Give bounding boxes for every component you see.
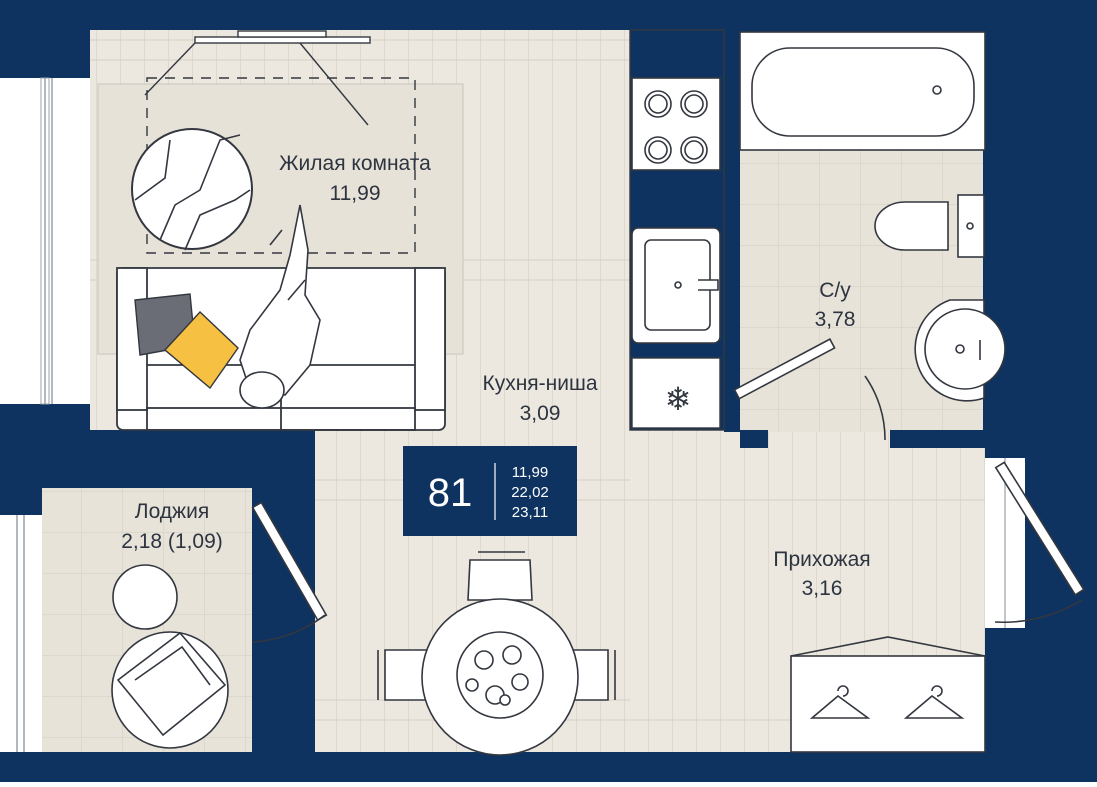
- snowflake-icon: ❄: [665, 381, 692, 417]
- armchair: [111, 631, 229, 749]
- room-area-hallway: 3,16: [802, 577, 843, 600]
- round-table: [131, 128, 253, 251]
- room-area-bathroom: 3,78: [815, 308, 856, 331]
- room-name-kitchen: Кухня-ниша: [482, 372, 597, 395]
- window-loggia: [0, 515, 42, 752]
- entrance-door: [994, 461, 1085, 624]
- room-name-hallway: Прихожая: [773, 548, 870, 571]
- bathroom-sink: [914, 299, 1006, 402]
- window-living: [0, 77, 90, 405]
- room-name-loggia: Лоджия: [135, 500, 209, 523]
- room-name-living: Жилая комната: [279, 152, 431, 175]
- stove: [631, 77, 721, 171]
- kitchen-sink: [631, 227, 721, 344]
- hanger-icon: [809, 685, 871, 719]
- loggia-door: [251, 501, 328, 643]
- fridge: ❄: [631, 357, 721, 429]
- room-area-kitchen: 3,09: [520, 402, 561, 425]
- countertop: [629, 29, 725, 431]
- badge-area-with-loggia: 23,11: [512, 504, 548, 521]
- room-name-bathroom: С/у: [819, 279, 851, 302]
- badge-area-living: 11,99: [512, 464, 548, 481]
- hanger-icon: [903, 685, 965, 719]
- room-area-loggia: 2,18 (1,09): [121, 530, 223, 553]
- inner-walls: [0, 30, 985, 752]
- person-icon: [239, 204, 321, 409]
- badge-area-total: 22,02: [511, 484, 549, 501]
- toilet: [874, 194, 985, 258]
- dining-table: [377, 551, 616, 756]
- apartment-number: 81: [428, 471, 473, 515]
- room-area-living: 11,99: [330, 182, 381, 205]
- wardrobe: [790, 636, 986, 753]
- pillows: [134, 293, 239, 390]
- loggia-table: [112, 564, 178, 630]
- bathroom-door: [733, 338, 886, 441]
- bathtub: [739, 31, 986, 151]
- apartment-badge: 81 11,99 22,02 23,11: [403, 446, 577, 536]
